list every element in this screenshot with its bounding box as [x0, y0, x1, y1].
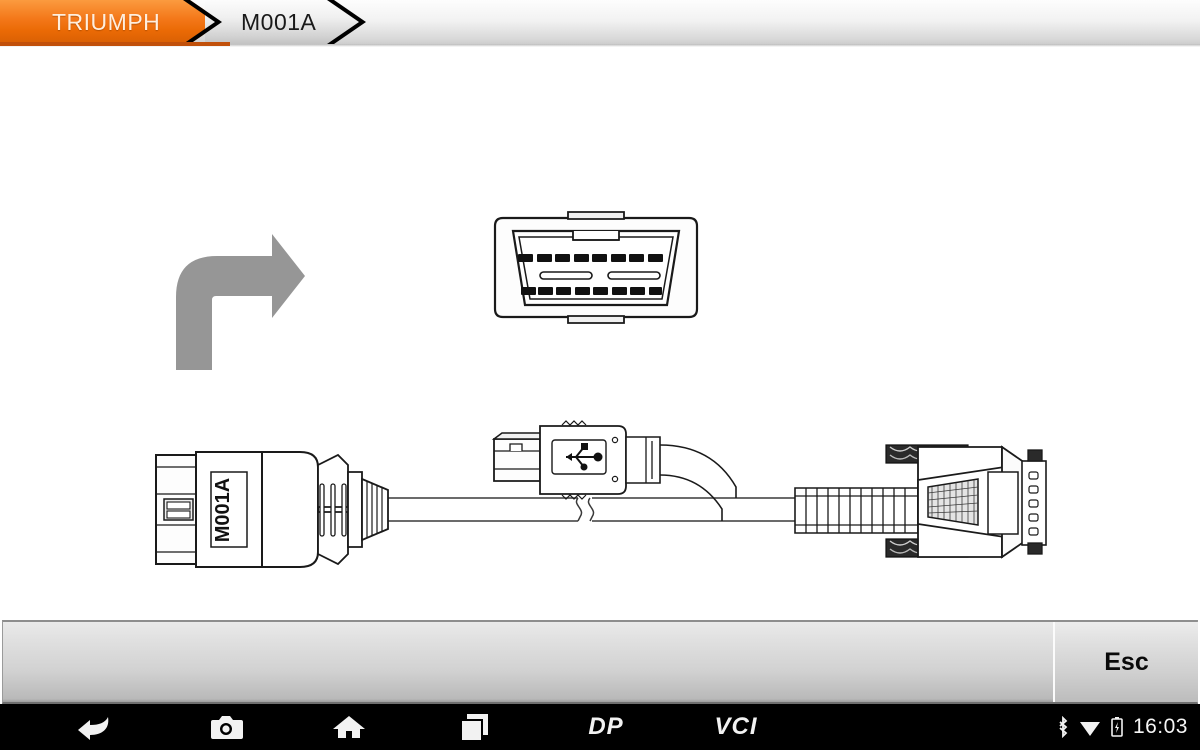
obd-connector: [493, 211, 699, 324]
obd-pins-bottom: [521, 287, 662, 295]
android-navbar: DP VCI 16:03: [0, 704, 1200, 750]
screenshot-icon[interactable]: [184, 704, 268, 750]
esc-button[interactable]: Esc: [1055, 622, 1198, 702]
back-icon[interactable]: [52, 704, 136, 750]
dsub-pin-slots: [1028, 471, 1039, 536]
obd-slots: [539, 271, 661, 280]
header-accent-underline: [0, 42, 230, 46]
usb-connector: [491, 420, 737, 521]
status-clock: 16:03: [1132, 715, 1188, 738]
obd-pins-top: [518, 254, 663, 262]
m001a-connector: M001A: [155, 451, 389, 568]
usb-trident-icon: [566, 443, 603, 471]
cable-break-symbol: [575, 497, 595, 522]
tab-m001a-label: M001A: [241, 8, 317, 35]
connection-diagram: M001A: [155, 211, 1047, 568]
m001a-printed-label: M001A: [212, 478, 234, 542]
recent-apps-icon[interactable]: [433, 704, 517, 750]
home-icon[interactable]: [307, 704, 391, 750]
vci-logo-icon[interactable]: VCI: [690, 704, 782, 750]
dp-logo-icon[interactable]: DP: [560, 704, 652, 750]
main-content: M001A: [0, 47, 1200, 607]
dsub-hatch-pad: [927, 478, 979, 526]
cable-left-run: [385, 497, 795, 522]
tab-triumph[interactable]: TRIUMPH: [0, 0, 222, 44]
esc-button-label: Esc: [1104, 647, 1149, 676]
breadcrumb: TRIUMPH M001A: [0, 0, 1200, 46]
dsub-connector: [794, 444, 1047, 559]
header-bottom-edge: [0, 44, 1200, 47]
battery-charging-icon: [1111, 717, 1123, 737]
dp-logo-label: DP: [588, 713, 624, 740]
wifi-icon: [1079, 722, 1100, 736]
direction-arrow: [176, 234, 305, 370]
bottom-toolbar: [2, 620, 1198, 704]
vci-logo-label: VCI: [714, 713, 758, 740]
status-area: 16:03: [1056, 704, 1188, 750]
bluetooth-icon: [1059, 716, 1068, 738]
toolbar-divider: [1053, 622, 1055, 702]
tab-triumph-label: TRIUMPH: [52, 8, 161, 35]
